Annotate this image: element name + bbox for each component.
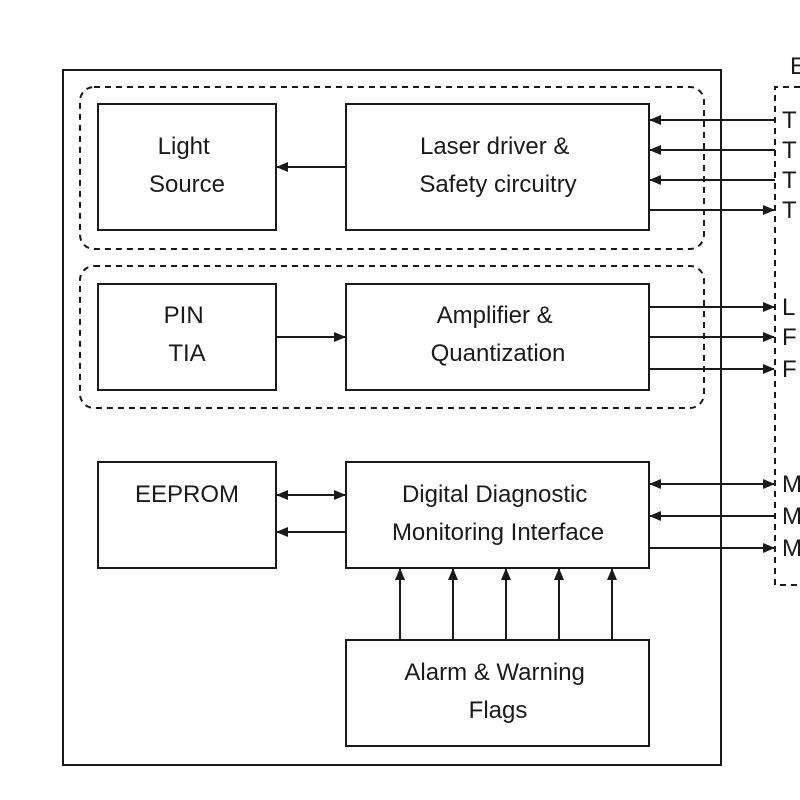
amplifier-box <box>345 283 650 391</box>
eeprom-box <box>97 461 277 569</box>
signal-label-1: T <box>782 107 797 134</box>
pin-tia-box <box>97 283 277 391</box>
amplifier-label: Amplifier & Quantization <box>431 302 566 367</box>
laser-driver-label: Laser driver & Safety circuitry <box>419 133 576 198</box>
alarm-flags-box <box>345 639 650 747</box>
alarm-flags-label: Alarm & Warning Flags <box>404 659 591 724</box>
light-source-label: Light Source <box>149 133 225 198</box>
ddm-label: Digital Diagnostic Monitoring Interface <box>392 481 604 546</box>
signal-label-3: T <box>782 167 797 194</box>
laser-driver-box <box>345 103 650 231</box>
signal-label-4: T <box>782 197 797 224</box>
signal-label-7: F <box>782 356 797 383</box>
signal-label-8: M <box>782 471 800 498</box>
edge-connector-outline <box>774 86 800 586</box>
signal-label-5: L <box>782 294 795 321</box>
pin-tia-label: PIN TIA <box>164 302 211 367</box>
signal-label-6: F <box>782 324 797 351</box>
eeprom-label: EEPROM <box>135 481 239 508</box>
light-source-box <box>97 103 277 231</box>
ddm-box <box>345 461 650 569</box>
signal-label-10: M <box>782 535 800 562</box>
transmitter-group <box>79 86 705 250</box>
signal-label-9: M <box>782 503 800 530</box>
edge-connector-heading: E <box>790 53 800 80</box>
signal-label-2: T <box>782 137 797 164</box>
